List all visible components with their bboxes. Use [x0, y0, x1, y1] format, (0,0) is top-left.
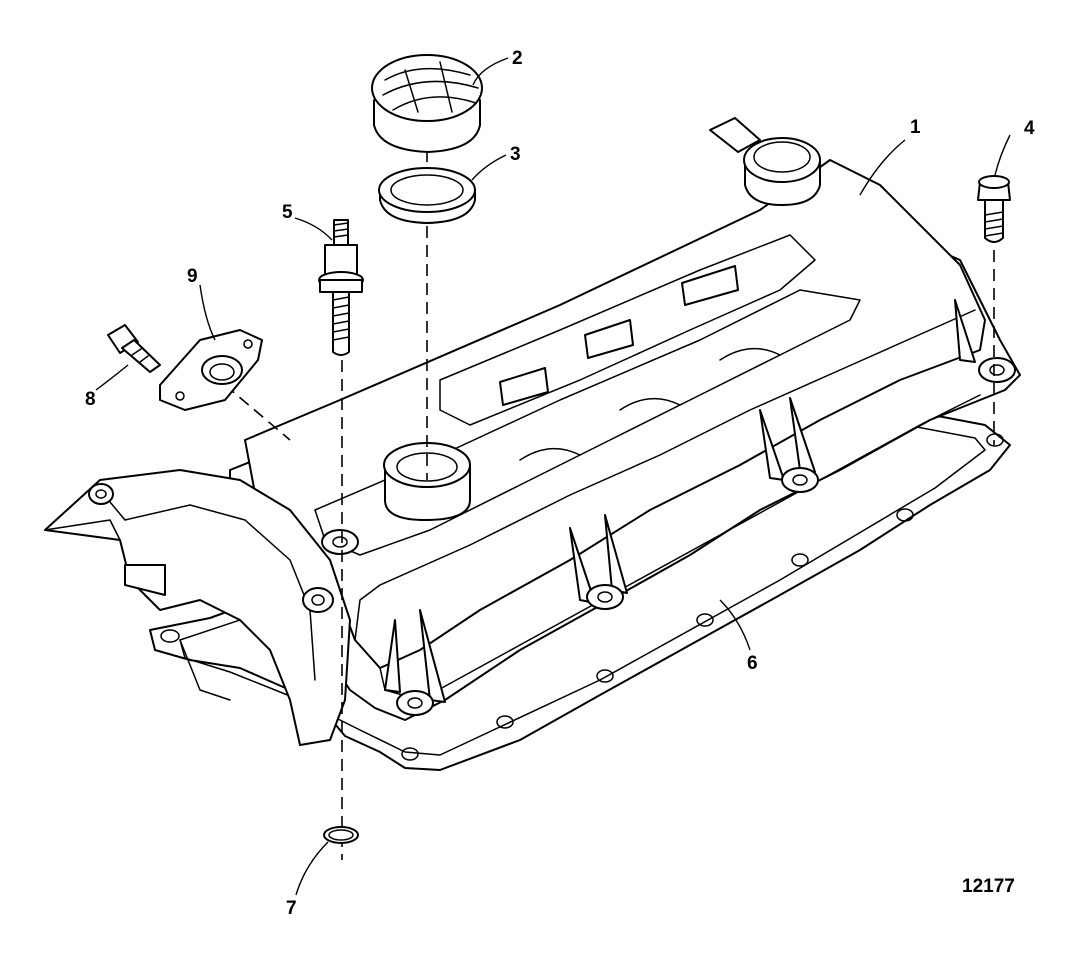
- filler-cap-seal: [378, 167, 476, 224]
- mounting-stud: [318, 219, 364, 356]
- oil-filler-cap: [371, 54, 483, 153]
- callout-7: 7: [286, 898, 297, 919]
- assembly-lines: [224, 150, 995, 860]
- callout-3: 3: [510, 144, 521, 165]
- callout-6: 6: [747, 653, 758, 674]
- valve-cover: [44, 117, 1021, 746]
- callout-9: 9: [187, 266, 198, 287]
- callout-1: 1: [910, 117, 921, 138]
- breather-plate: [159, 329, 263, 411]
- callout-2: 2: [512, 48, 523, 69]
- callout-4: 4: [1024, 118, 1035, 139]
- callout-5: 5: [282, 202, 293, 223]
- cover-bolt: [107, 324, 161, 373]
- callout-labels: 1 2 3 4 5 6 7 8 9 12177: [85, 48, 1035, 919]
- o-ring: [323, 826, 359, 844]
- figure-number: 12177: [962, 876, 1015, 897]
- callout-8: 8: [85, 389, 96, 410]
- leader-lines: [95, 57, 1011, 896]
- cover-screw: [977, 175, 1011, 243]
